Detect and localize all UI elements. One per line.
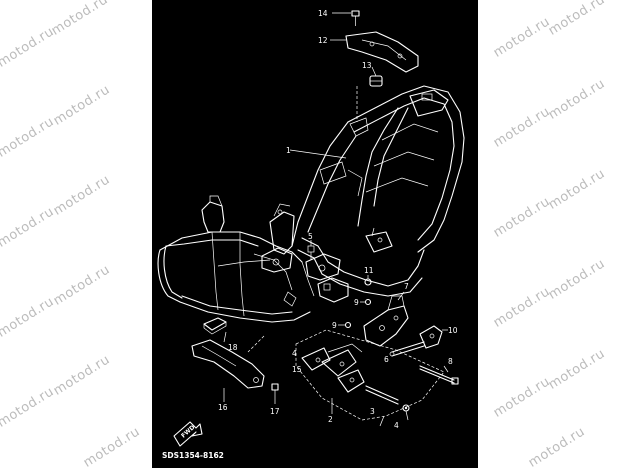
watermark: motod.ru (490, 14, 553, 61)
callout-15: 15 (292, 365, 302, 374)
watermark: motod.ru (50, 352, 113, 399)
part-1-main-frame (157, 85, 465, 323)
part-13-damper (369, 66, 383, 87)
part-14-bolt (332, 10, 360, 26)
callout-9: 9 (354, 298, 359, 307)
callout-3: 3 (370, 407, 375, 416)
callout-12: 12 (318, 36, 328, 45)
callout-6: 6 (384, 355, 389, 364)
part-16-side-stand (191, 335, 265, 402)
watermark: motod.ru (50, 172, 113, 219)
part-7-stand-bracket (363, 291, 409, 347)
part-11-nut (364, 275, 372, 286)
part-15-pad (203, 317, 227, 335)
callout-18: 18 (228, 343, 238, 352)
part-5-bolt (307, 240, 315, 260)
watermark: motod.ru (490, 284, 553, 331)
watermark: motod.ru (50, 262, 113, 309)
diagram-panel: FWD 14 12 13 1 5 11 9 7 9 10 6 8 4 15 18… (152, 0, 478, 468)
watermark: motod.ru (545, 76, 608, 123)
fwd-arrow-icon: FWD (173, 421, 203, 447)
callout-4: 4 (292, 349, 297, 358)
callout-1: 1 (286, 146, 291, 155)
watermark: motod.ru (490, 194, 553, 241)
callout-4: 4 (394, 421, 399, 430)
watermark: motod.ru (490, 104, 553, 151)
watermark: motod.ru (0, 114, 57, 161)
callout-16: 16 (218, 403, 228, 412)
part-8-long-bolt (419, 365, 459, 385)
callout-7: 7 (404, 282, 409, 291)
part-12-bracket (330, 31, 419, 73)
callout-9: 9 (332, 321, 337, 330)
watermark: motod.ru (545, 166, 608, 213)
callout-8: 8 (448, 357, 453, 366)
callout-17: 17 (270, 407, 280, 416)
callout-2: 2 (328, 415, 333, 424)
part-6-pivot-shaft (389, 341, 425, 357)
callout-10: 10 (448, 326, 458, 335)
watermark: motod.ru (80, 424, 143, 471)
watermark: motod.ru (545, 0, 608, 39)
callout-11: 11 (364, 266, 374, 275)
watermark: motod.ru (50, 82, 113, 129)
watermark: motod.ru (545, 346, 608, 393)
watermark: motod.ru (0, 24, 57, 71)
part-10-bracket (419, 325, 448, 349)
watermark: motod.ru (48, 0, 111, 39)
watermark: motod.ru (525, 424, 588, 471)
callout-13: 13 (362, 61, 372, 70)
frame-exploded-view: FWD 14 12 13 1 5 11 9 7 9 10 6 8 4 15 18… (157, 9, 465, 447)
watermark: motod.ru (0, 204, 57, 251)
part-17-bolt (271, 383, 279, 404)
watermark: motod.ru (490, 374, 553, 421)
document-code: SDS1354-8162 (162, 451, 224, 460)
watermark: motod.ru (545, 256, 608, 303)
part-2-3-4-assembly (295, 329, 445, 427)
part-18-leader (223, 331, 227, 343)
part-9-washer (360, 298, 372, 306)
callout-5: 5 (308, 232, 313, 241)
watermark: motod.ru (0, 384, 57, 431)
part-9-washer-lower (338, 321, 352, 329)
callout-14: 14 (318, 9, 328, 18)
watermark: motod.ru (0, 294, 57, 341)
